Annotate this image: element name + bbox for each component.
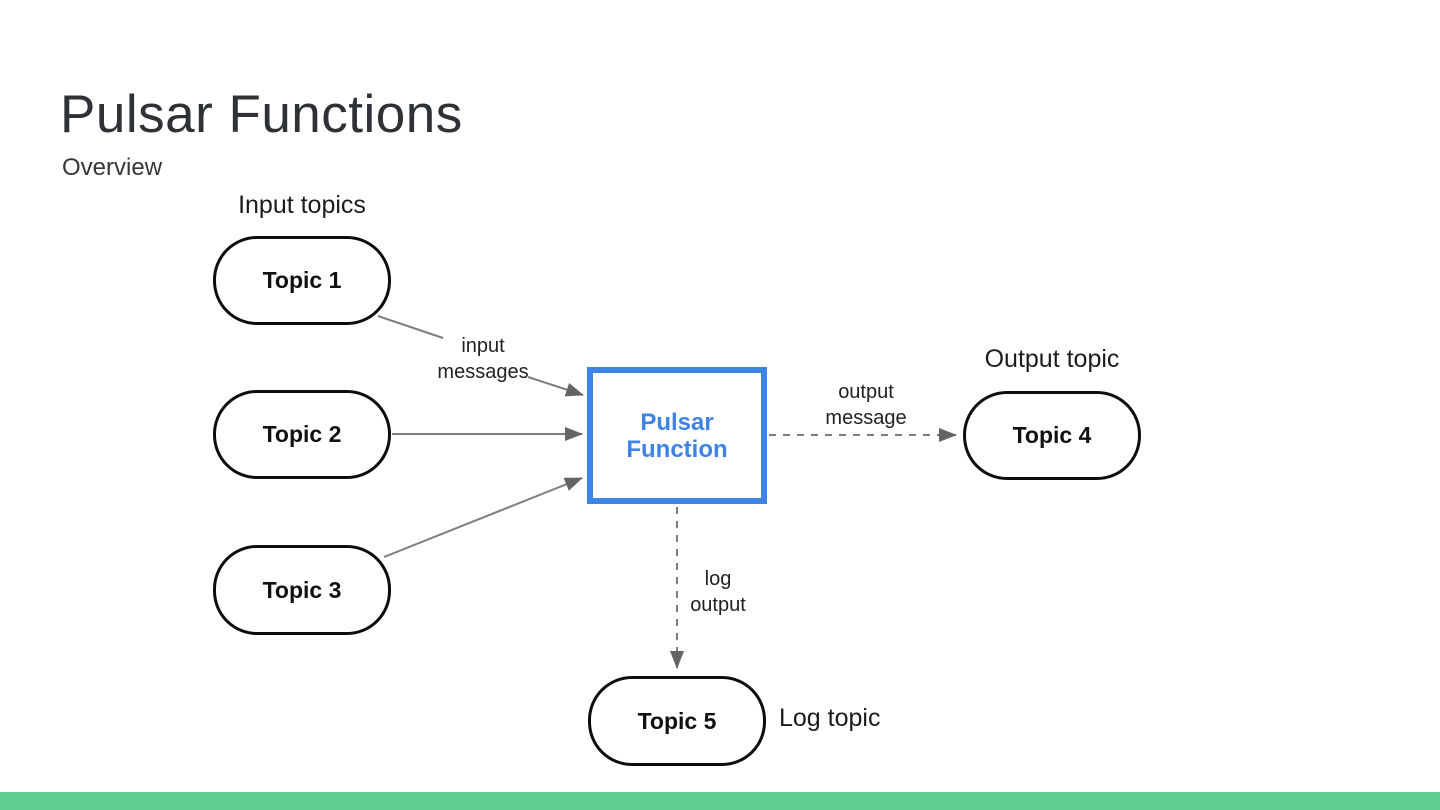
node-topic-4-label: Topic 4 <box>1012 422 1092 448</box>
footer-accent-bar <box>0 792 1440 810</box>
edge-topic1-arrow <box>527 376 584 397</box>
label-input-messages: input messages <box>437 335 529 383</box>
node-pulsar-function-label: Pulsar Function <box>626 408 728 463</box>
label-log-topic: Log topic <box>779 704 881 732</box>
edge-topic3-arrow <box>383 477 583 558</box>
node-topic-1-label: Topic 1 <box>262 267 342 293</box>
node-topic-3-label: Topic 3 <box>262 576 342 603</box>
page-title: Pulsar Functions <box>60 85 463 144</box>
node-topic-1: Topic 1 <box>213 236 391 325</box>
node-topic-2-label: Topic 2 <box>262 421 342 447</box>
node-topic-2: Topic 2 <box>213 390 391 479</box>
label-log-output: log output <box>690 568 746 616</box>
edge-topic1-segment <box>377 315 444 339</box>
label-output-message: output message <box>825 381 907 429</box>
label-output-topic: Output topic <box>984 345 1120 373</box>
node-topic-4: Topic 4 <box>963 391 1141 480</box>
node-pulsar-function: Pulsar Function <box>587 367 767 504</box>
page-subtitle: Overview <box>62 154 163 181</box>
label-input-topics: Input topics <box>238 191 366 219</box>
node-topic-3: Topic 3 <box>213 545 391 635</box>
node-topic-5: Topic 5 <box>588 676 766 766</box>
node-topic-5-label: Topic 5 <box>637 707 717 734</box>
